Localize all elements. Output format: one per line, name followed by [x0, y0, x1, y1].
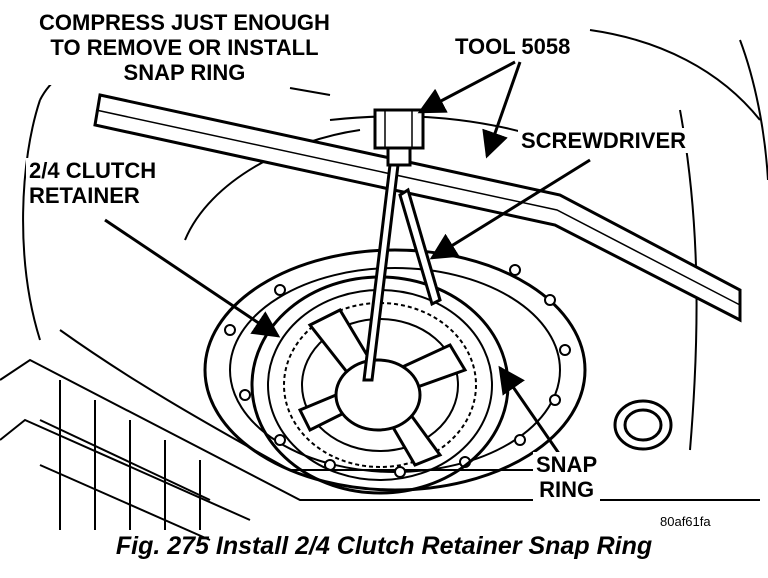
snap-ring-line-1: SNAP [536, 452, 598, 477]
retainer-leader [104, 218, 281, 338]
snap-ring-leader [498, 365, 562, 456]
retainer-line-1: 2/4 CLUTCH [29, 158, 157, 183]
callout-leaders [104, 60, 591, 456]
case-plug [613, 399, 673, 451]
screwdriver-leader [429, 158, 591, 260]
screwdriver [398, 187, 442, 307]
snap-ring-callout: SNAP RING [533, 452, 601, 502]
tool-leader-bar [482, 61, 522, 159]
case-ribs [39, 380, 211, 541]
snap-ring-line-2: RING [539, 477, 595, 502]
tool-callout: TOOL 5058 [452, 34, 574, 59]
tool-leader-bolt [417, 60, 516, 114]
compress-line-3: SNAP RING [123, 60, 246, 85]
compress-callout: COMPRESS JUST ENOUGH TO REMOVE OR INSTAL… [36, 10, 333, 85]
retainer-line-2: RETAINER [29, 183, 140, 208]
tool-bolt [362, 108, 425, 382]
tool-5058-bar [93, 93, 742, 323]
compress-leader [289, 87, 331, 96]
compress-line-1: COMPRESS JUST ENOUGH [39, 10, 330, 35]
case-bolt-ring [203, 208, 587, 492]
figure-id: 80af61fa [658, 514, 713, 529]
screwdriver-callout: SCREWDRIVER [518, 128, 690, 153]
compressor-hub [334, 358, 422, 432]
retainer-callout: 2/4 CLUTCH RETAINER [26, 158, 160, 208]
compress-line-2: TO REMOVE OR INSTALL [50, 35, 319, 60]
figure-caption: Fig. 275 Install 2/4 Clutch Retainer Sna… [115, 532, 653, 560]
